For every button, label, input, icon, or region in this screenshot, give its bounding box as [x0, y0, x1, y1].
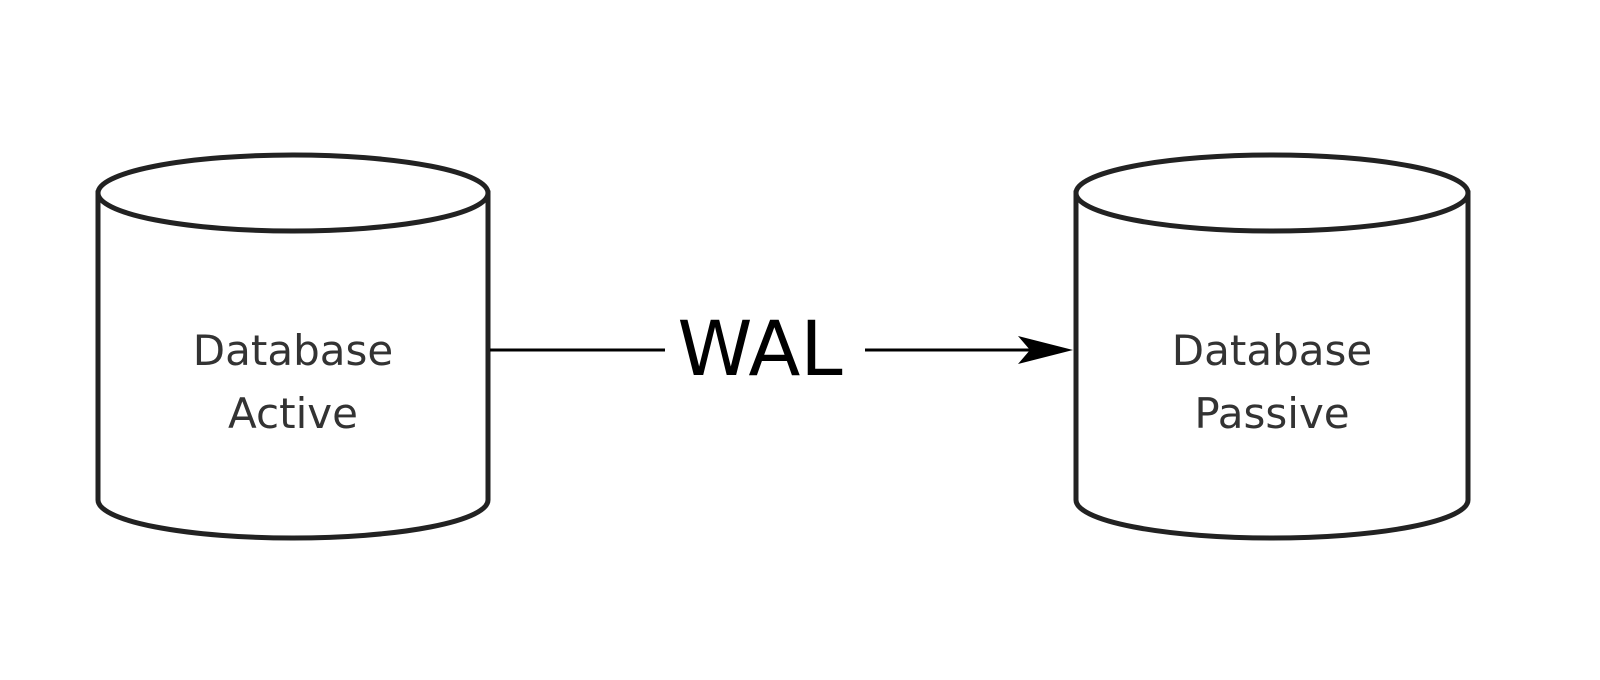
database-active-cylinder-body — [95, 190, 491, 541]
database-active-cylinder-top — [95, 152, 491, 234]
database-active-label-line2: Active — [228, 389, 358, 438]
database-passive-label-line2: Passive — [1194, 389, 1349, 438]
database-passive-cylinder-top — [1073, 152, 1471, 234]
database-active-label-line1: Database — [193, 326, 393, 375]
database-passive-cylinder-body — [1073, 190, 1471, 541]
wal-edge: WAL — [490, 304, 1073, 393]
database-passive-node[interactable]: Database Passive — [1073, 152, 1471, 541]
database-active-node[interactable]: Database Active — [95, 152, 491, 541]
wal-edge-label: WAL — [677, 304, 842, 393]
arrow-head-icon — [1018, 336, 1073, 364]
database-passive-label-line1: Database — [1172, 326, 1372, 375]
